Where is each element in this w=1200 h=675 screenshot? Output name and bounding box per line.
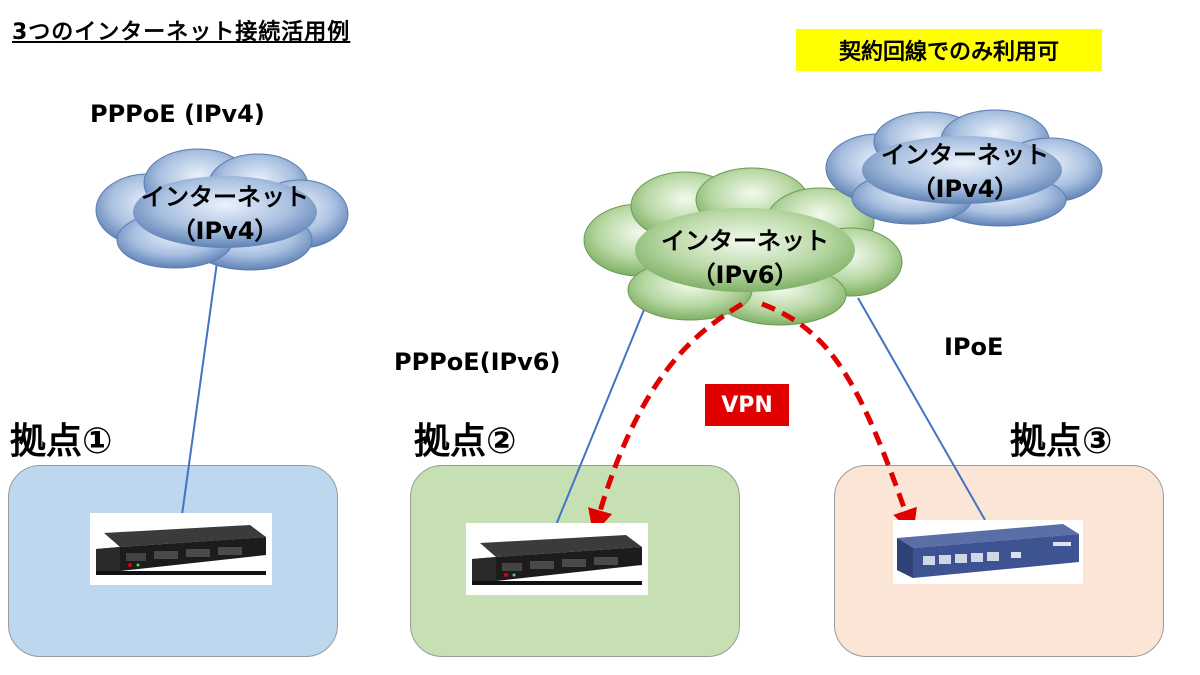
vpn-arrow-to-site2	[588, 301, 744, 535]
cloud-right-name: インターネット	[881, 141, 1049, 169]
vpn-badge: VPN	[705, 384, 789, 426]
site-1-area	[8, 465, 338, 657]
cloud-left-protocol: （IPv4）	[171, 217, 279, 245]
cloud-right-label: インターネット （IPv4）	[850, 138, 1080, 206]
page-title: 3つのインターネット接続活用例	[12, 20, 351, 45]
cloud-internet-ipv4-right	[825, 109, 1103, 227]
router-site-3-icon	[893, 520, 1083, 584]
vpn-arrow-to-site3	[761, 301, 917, 535]
pppoe-ipv6-label: PPPoE(IPv6)	[394, 348, 561, 376]
cloud-center-protocol: （IPv6）	[691, 261, 799, 289]
router-site-2-icon	[466, 523, 648, 595]
pppoe-ipv4-label: PPPoE (IPv4)	[90, 100, 265, 128]
cloud-center-name: インターネット	[661, 227, 829, 255]
site-3-label: 拠点③	[1010, 421, 1113, 462]
cloud-right-protocol: （IPv4）	[911, 175, 1019, 203]
cloud-left-label: インターネット （IPv4）	[110, 180, 340, 248]
cloud-internet-ipv6	[583, 167, 903, 326]
link-site2-ipv6	[555, 299, 649, 526]
cloud-internet-ipv4-left	[95, 148, 349, 271]
site-1-label: 拠点①	[10, 421, 113, 462]
router-site-1-icon	[90, 513, 272, 585]
contract-note-badge: 契約回線でのみ利用可	[796, 29, 1102, 71]
link-site3-ipoe	[857, 297, 986, 521]
ipoe-label: IPoE	[944, 333, 1004, 361]
cloud-left-name: インターネット	[141, 183, 309, 211]
cloud-center-label: インターネット （IPv6）	[630, 224, 860, 292]
link-site1-ipv4	[181, 254, 219, 516]
site-2-label: 拠点②	[414, 421, 517, 462]
